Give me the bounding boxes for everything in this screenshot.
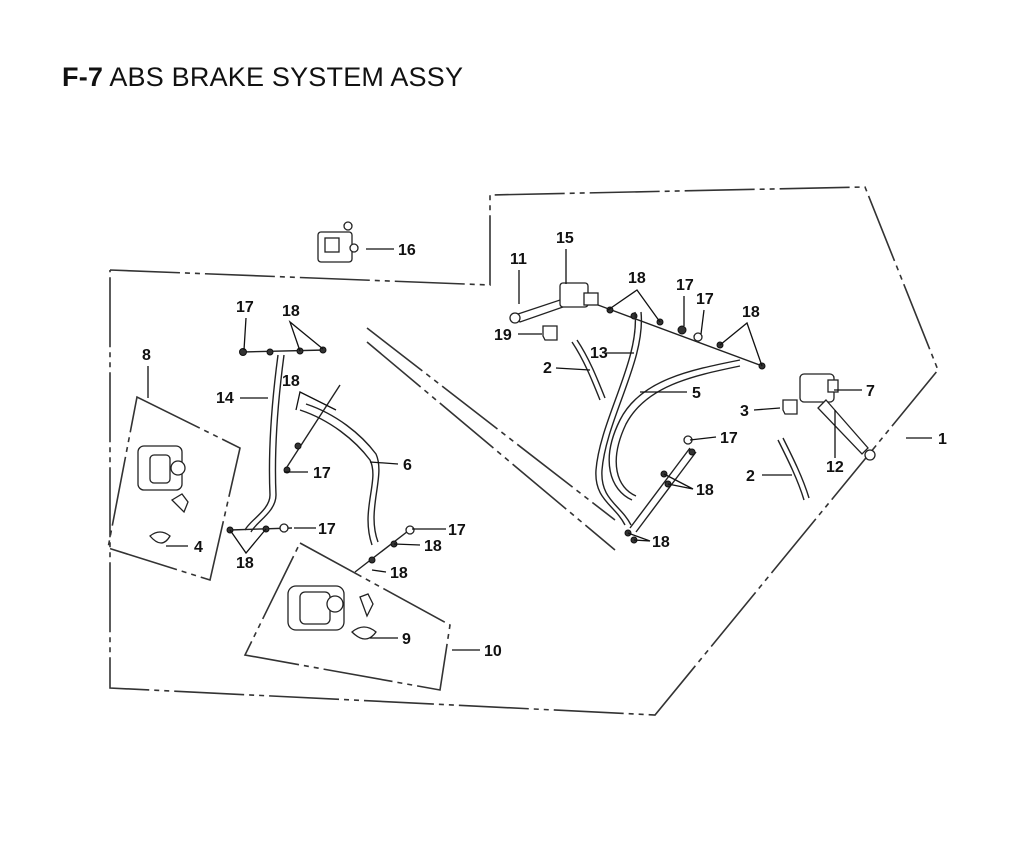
stop-switch-right: [777, 437, 810, 501]
right-brake-lever-assy: [799, 373, 876, 461]
callout-4: 4: [194, 539, 203, 556]
callout-11: 11: [510, 251, 527, 268]
callout-17-g: 17: [720, 430, 738, 447]
brake-hose-5: [608, 359, 741, 501]
separator-rails: [366, 327, 616, 551]
callout-18-h: 18: [696, 482, 714, 499]
callout-10: 10: [484, 643, 502, 660]
hose-clip-3: [782, 399, 798, 415]
callout-7: 7: [866, 383, 875, 400]
rear-caliper-boundary: [243, 541, 451, 691]
callout-15: 15: [556, 230, 574, 247]
callout-18-f: 18: [628, 270, 646, 287]
callout-18-d: 18: [424, 538, 442, 555]
section-title: ABS BRAKE SYSTEM ASSY: [109, 62, 464, 92]
callout-labels: 1 2 2 3 4 5 6 7 8 9 10 11 12 13 14 15 16…: [142, 230, 947, 660]
callout-17-b: 17: [313, 465, 331, 482]
abs-modulator: [317, 221, 359, 263]
callout-14: 14: [216, 390, 234, 407]
callout-16: 16: [398, 242, 416, 259]
callout-1: 1: [938, 431, 947, 448]
callout-18-i: 18: [652, 534, 670, 551]
callout-17-e: 17: [676, 277, 694, 294]
assembly-boundary: [109, 186, 939, 716]
front-brake-caliper: [137, 445, 189, 544]
brake-hose-14: [239, 346, 327, 533]
leader-lines: [147, 248, 932, 651]
lower-junction-fittings: [624, 435, 697, 544]
callout-18-e: 18: [390, 565, 408, 582]
callout-13: 13: [590, 345, 608, 362]
brake-hose-13: [595, 311, 643, 526]
callout-9: 9: [402, 631, 411, 648]
callout-8: 8: [142, 347, 151, 364]
callout-18-a: 18: [282, 303, 300, 320]
callout-17-d: 17: [448, 522, 466, 539]
callout-12: 12: [826, 459, 844, 476]
callout-17-a: 17: [236, 299, 254, 316]
callout-18-c: 18: [236, 555, 254, 572]
callout-2-right: 2: [746, 468, 755, 485]
callout-3: 3: [740, 403, 749, 420]
front-caliper-boundary: [107, 395, 241, 582]
page-title: F-7 ABS BRAKE SYSTEM ASSY: [62, 62, 463, 93]
section-code: F-7: [62, 62, 104, 92]
callout-18-g: 18: [742, 304, 760, 321]
callout-17-f: 17: [696, 291, 714, 308]
callout-2-left: 2: [543, 360, 552, 377]
callout-17-c: 17: [318, 521, 336, 538]
callout-6: 6: [403, 457, 412, 474]
callout-19: 19: [494, 327, 512, 344]
brake-hose-6: [283, 384, 380, 546]
hose-clip-19: [542, 325, 558, 341]
callout-18-b: 18: [282, 373, 300, 390]
front-caliper-fittings: [226, 523, 293, 534]
rear-brake-caliper: [287, 585, 377, 640]
callout-5: 5: [692, 385, 701, 402]
